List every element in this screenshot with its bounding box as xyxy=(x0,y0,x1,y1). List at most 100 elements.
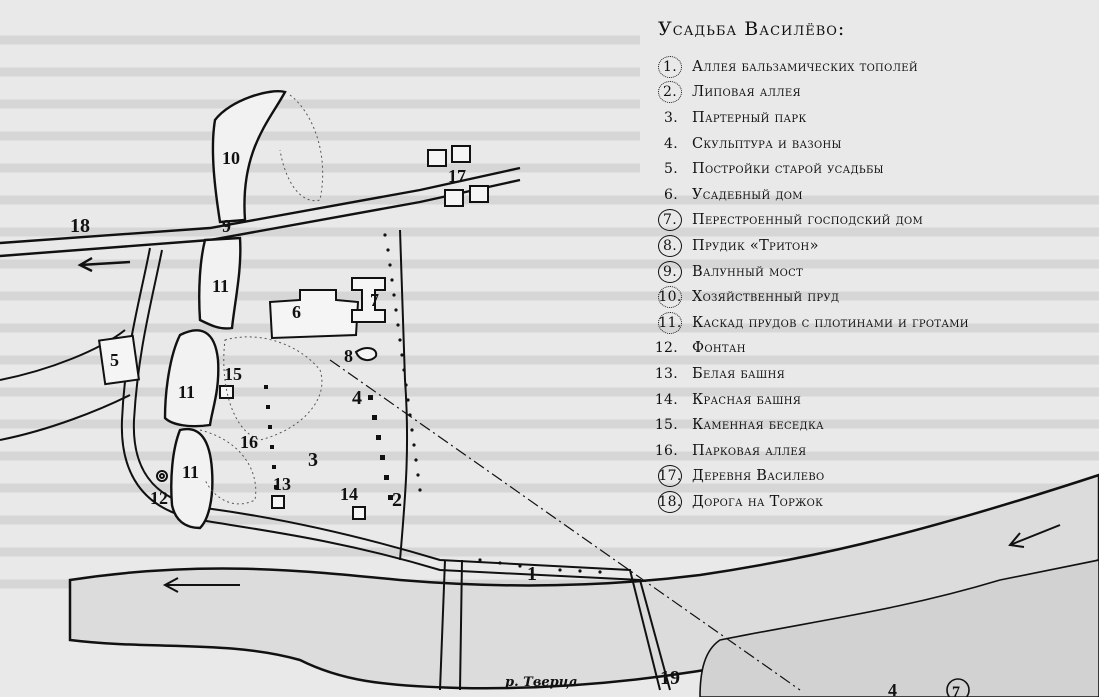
legend-label: Фонтан xyxy=(692,340,746,357)
legend-number: 5. xyxy=(664,161,678,178)
legend-item: 5. Постройки старой усадьбы xyxy=(658,156,1088,182)
legend-number: 12. xyxy=(654,340,678,357)
building-6 xyxy=(268,289,360,340)
pavilion-15 xyxy=(219,385,234,399)
legend-label: Перестроенный господский дом xyxy=(692,212,924,229)
map-label-11c: 11 xyxy=(182,462,199,482)
fountain-12-inner xyxy=(159,473,165,479)
park-roads xyxy=(0,229,671,691)
legend-number: 7. xyxy=(658,209,682,232)
survey-line xyxy=(329,359,801,691)
legend-number: 14. xyxy=(654,391,678,408)
legend-item: 8.Прудик «Тритон» xyxy=(658,233,1088,259)
legend-number: 2. xyxy=(658,81,682,104)
alleys xyxy=(264,233,602,574)
ponds xyxy=(163,90,287,530)
legend-number: 6. xyxy=(664,186,678,203)
legend-number: 4. xyxy=(664,135,678,152)
legend-label: Скульптура и вазоны xyxy=(692,135,842,152)
legend-item: 12. Фонтан xyxy=(654,336,1088,362)
legend-label: Постройки старой усадьбы xyxy=(692,161,884,178)
legend-label: Усадебный дом xyxy=(692,186,803,203)
legend-item: 11. Каскад прудов с плотинами и гротами xyxy=(658,310,1088,336)
legend-label: Красная башня xyxy=(692,391,802,408)
legend-item: 1. Аллея бальзамических тополей xyxy=(658,54,1088,80)
map-label-7b-circle xyxy=(946,678,970,697)
legend: Усадьба Василёво: 1. Аллея бальзамических… xyxy=(654,18,1088,515)
legend-label: Каскад прудов с плотинами и гротами xyxy=(692,314,969,331)
map-label-16: 16 xyxy=(240,432,258,452)
tower-13 xyxy=(271,495,285,509)
legend-number: 11. xyxy=(658,311,682,334)
river-label: р. Тверца xyxy=(505,675,578,690)
vegetation xyxy=(199,94,324,505)
map-label-11b: 11 xyxy=(178,382,195,402)
river-arrows xyxy=(162,524,1061,593)
tower-14 xyxy=(352,506,366,520)
map-label-3: 3 xyxy=(308,449,318,471)
map-label-1: 1 xyxy=(527,563,537,585)
legend-number: 15. xyxy=(654,417,678,434)
legend-number: 17. xyxy=(658,465,682,488)
map-label-11a: 11 xyxy=(212,276,229,296)
village-house-2 xyxy=(451,145,471,163)
map-label-5: 5 xyxy=(110,350,119,370)
building-7 xyxy=(351,277,386,323)
legend-item: 13. Белая башня xyxy=(654,361,1088,387)
legend-label: Прудик «Тритон» xyxy=(692,237,819,254)
legend-item: 7. Перестроенный господский дом xyxy=(658,208,1088,234)
legend-item: 14. Красная башня xyxy=(654,387,1088,413)
legend-number: 16. xyxy=(654,442,678,459)
legend-item: 16. Парковая аллея xyxy=(654,438,1088,464)
legend-item: 17. Деревня Василево xyxy=(658,464,1088,490)
legend-label: Аллея бальзамических тополей xyxy=(692,58,918,75)
legend-item: 4. Скульптура и вазоны xyxy=(658,131,1088,157)
legend-label: Каменная беседка xyxy=(692,417,824,434)
triton-pond xyxy=(354,347,378,362)
map-label-15: 15 xyxy=(224,364,242,384)
legend-item: 15. Каменная беседка xyxy=(654,412,1088,438)
village-house-4 xyxy=(469,185,489,203)
map-label-8: 8 xyxy=(344,346,353,366)
map-label-10: 10 xyxy=(222,148,240,168)
legend-label: Хозяйственный пруд xyxy=(692,289,840,306)
pond-11b xyxy=(163,329,220,428)
legend-label: Дорога на Торжок xyxy=(692,493,824,510)
legend-title: Усадьба Василёво: xyxy=(658,18,846,40)
map-label-7b: 7 xyxy=(952,684,960,697)
legend-number: 13. xyxy=(654,365,678,382)
map-label-6: 6 xyxy=(292,302,301,322)
map-label-17: 17 xyxy=(448,166,466,186)
map-label-7: 7 xyxy=(370,290,379,310)
map-label-12: 12 xyxy=(150,488,168,508)
legend-label: Парковая аллея xyxy=(692,442,807,459)
legend-list: 1. Аллея бальзамических тополей 2. Липовая … xyxy=(654,54,1088,515)
map-label-4b: 4 xyxy=(888,680,897,697)
map-numbers: 1 2 3 4 5 6 7 8 9 10 11 11 11 12 13 14 1… xyxy=(70,148,970,697)
buildings xyxy=(97,145,489,520)
legend-number: 3. xyxy=(664,109,678,126)
legend-label: Партерный парк xyxy=(692,109,807,126)
pond-10 xyxy=(211,90,287,224)
legend-number: 18. xyxy=(658,490,682,513)
legend-item: 18. Дорога на Торжок xyxy=(658,489,1088,515)
legend-label: Липовая аллея xyxy=(692,84,801,101)
legend-item: 6. Усадебный дом xyxy=(658,182,1088,208)
map-label-2: 2 xyxy=(392,489,402,511)
legend-label: Деревня Василево xyxy=(692,468,825,485)
legend-number: 10. xyxy=(658,286,682,309)
building-5 xyxy=(97,334,141,386)
legend-item: 9. Валунный мост xyxy=(658,259,1088,285)
legend-label: Валунный мост xyxy=(692,263,804,280)
legend-number: 1. xyxy=(658,55,682,78)
legend-label: Белая башня xyxy=(692,365,785,382)
village-house-1 xyxy=(427,149,447,167)
map-label-14: 14 xyxy=(340,484,358,504)
map-label-18: 18 xyxy=(70,215,90,237)
pond-11a xyxy=(198,236,242,330)
legend-number: 9. xyxy=(658,260,682,283)
legend-item: 2. Липовая аллея xyxy=(658,80,1088,106)
legend-item: 3. Партерный парк xyxy=(658,105,1088,131)
map-label-19: 19 xyxy=(660,667,680,689)
